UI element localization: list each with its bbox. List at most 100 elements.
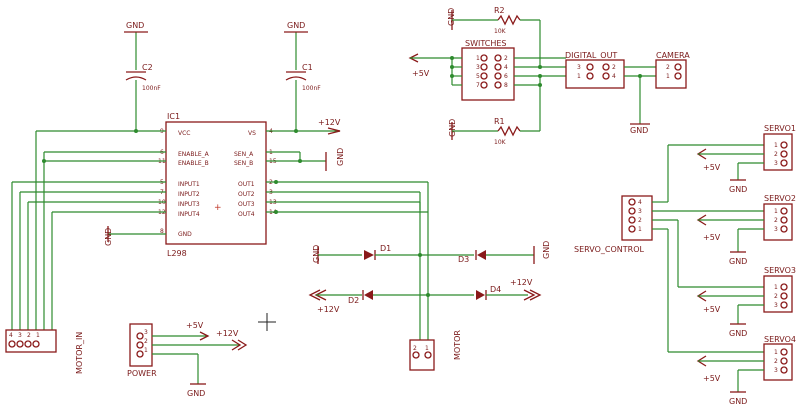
diodes: GND D1 D3 GND +12V D2 D4 +12V [308, 241, 551, 314]
pin-number: 3 [774, 160, 778, 167]
gnd-label: GND [729, 257, 747, 266]
cursor-crosshair-icon [258, 313, 276, 331]
pin-number: 3 [476, 64, 480, 71]
pin-gnd-label: GND [178, 231, 192, 238]
pin-number: 2 [27, 332, 31, 339]
pin-number: 1 [144, 347, 148, 354]
motor-label: MOTOR [453, 330, 462, 360]
pin-number: 3 [18, 332, 22, 339]
servo2-label: SERVO2 [764, 194, 796, 203]
gnd-label: GND [104, 228, 113, 246]
pin-vcc-label: VCC [178, 130, 190, 137]
gnd-label: GND [448, 119, 457, 137]
camera-label: CAMERA [656, 51, 690, 60]
digital-out-connector: DIGITAL_OUT 3 1 2 4 GND [565, 51, 656, 135]
gnd-label: GND [126, 21, 144, 30]
d4-label: D4 [490, 285, 501, 294]
pin-enable-a-label: ENABLE_A [178, 151, 210, 158]
pin-number: 1 [36, 332, 40, 339]
pin-number: 1 [774, 208, 778, 215]
pin-number: 1 [638, 226, 642, 233]
svg-text:+: + [214, 203, 222, 213]
gnd-label: GND [729, 397, 747, 406]
pin-number: 1 [774, 349, 778, 356]
pin-number: 2 [666, 64, 670, 71]
pin-input4-label: INPUT4 [178, 211, 200, 218]
servo-control-connector: 4 3 2 1 SERVO_CONTROL [574, 144, 764, 353]
r2-label: R2 [494, 6, 505, 15]
pin-input2-label: INPUT2 [178, 191, 200, 198]
camera-connector: CAMERA 2 1 [655, 51, 690, 89]
pin-number: 4 [638, 199, 642, 206]
ic1-l298: IC1 L298 VCC VS ENABLE_A ENABLE_B SEN_A … [158, 112, 277, 258]
power-label: POWER [127, 369, 157, 378]
p12v-label: +12V [510, 278, 533, 287]
servo1-connector: SERVO1 1 2 3 +5V GND [696, 124, 796, 194]
servo1-label: SERVO1 [764, 124, 796, 133]
pin-number: 4 [504, 64, 508, 71]
pin-number: 3 [638, 208, 642, 215]
motor-connector: 2 1 MOTOR [409, 330, 462, 371]
r1-label: R1 [494, 117, 505, 126]
p5v-label: +5V [703, 163, 721, 172]
pin-vs-label: VS [248, 130, 256, 137]
gnd-label: GND [447, 8, 456, 26]
pin-number: 1 [774, 142, 778, 149]
pin-number: 2 [612, 64, 616, 71]
ic-wiring: +12V GND GND [11, 118, 429, 340]
p5v-label: +5V [703, 233, 721, 242]
switches-block: GND R2 10K GND R1 10K SWITCHES 1 3 5 7 2… [408, 6, 566, 146]
motor-in-connector: 4 3 2 1 MOTOR_IN [5, 329, 84, 374]
pin-number: 1 [666, 73, 670, 80]
servo3-label: SERVO3 [764, 266, 796, 275]
pin-number: 2 [504, 55, 508, 62]
gnd-label: GND [287, 21, 305, 30]
servo2-connector: SERVO2 1 2 3 +5V GND [696, 194, 796, 266]
pin-out1-label: OUT1 [238, 181, 255, 188]
c1-label: C1 [302, 63, 313, 72]
pin-number: 7 [476, 82, 480, 89]
gnd-label: GND [336, 148, 345, 166]
capacitor-c1: GND C1 100nF [284, 21, 321, 130]
pin-number: 3 [774, 226, 778, 233]
servo3-connector: SERVO3 1 2 3 +5V GND [696, 266, 796, 338]
pin-number: 2 [774, 293, 778, 300]
pin-number: 2 [413, 345, 417, 352]
pin-number: 8 [160, 228, 164, 235]
gnd-label: GND [312, 245, 321, 263]
servo-control-label: SERVO_CONTROL [574, 245, 644, 254]
pin-number: 2 [774, 151, 778, 158]
pin-out3-label: OUT3 [238, 201, 255, 208]
pin-sen-a-label: SEN_A [234, 151, 254, 158]
l298-label: L298 [167, 249, 187, 258]
c2-label: C2 [142, 63, 153, 72]
pin-number: 3 [577, 64, 581, 71]
ic1-label: IC1 [167, 112, 180, 121]
r2-value: 10K [494, 28, 507, 35]
pin-number: 4 [9, 332, 13, 339]
p5v-label: +5V [703, 374, 721, 383]
pin-number: 2 [144, 338, 148, 345]
pin-sen-b-label: SEN_B [234, 160, 253, 167]
gnd-label: GND [729, 185, 747, 194]
d3-label: D3 [458, 255, 469, 264]
pin-number: 6 [504, 73, 508, 80]
pin-number: 1 [577, 73, 581, 80]
gnd-label: GND [630, 126, 648, 135]
pin-number: 2 [774, 358, 778, 365]
gnd-label: GND [187, 389, 205, 398]
p12v-label: +12V [318, 118, 341, 127]
motor-in-label: MOTOR_IN [75, 332, 84, 374]
pin-number: 2 [774, 217, 778, 224]
p5v-label: +5V [703, 305, 721, 314]
d1-label: D1 [380, 244, 391, 253]
gnd-label: GND [542, 241, 551, 259]
pin-number: 3 [774, 302, 778, 309]
gnd-label: GND [729, 329, 747, 338]
pin-number: 4 [612, 73, 616, 80]
p12v-label: +12V [216, 329, 239, 338]
pin-number: 8 [504, 82, 508, 89]
pin-number: 5 [476, 73, 480, 80]
d2-label: D2 [348, 296, 359, 305]
pin-number: 3 [774, 367, 778, 374]
